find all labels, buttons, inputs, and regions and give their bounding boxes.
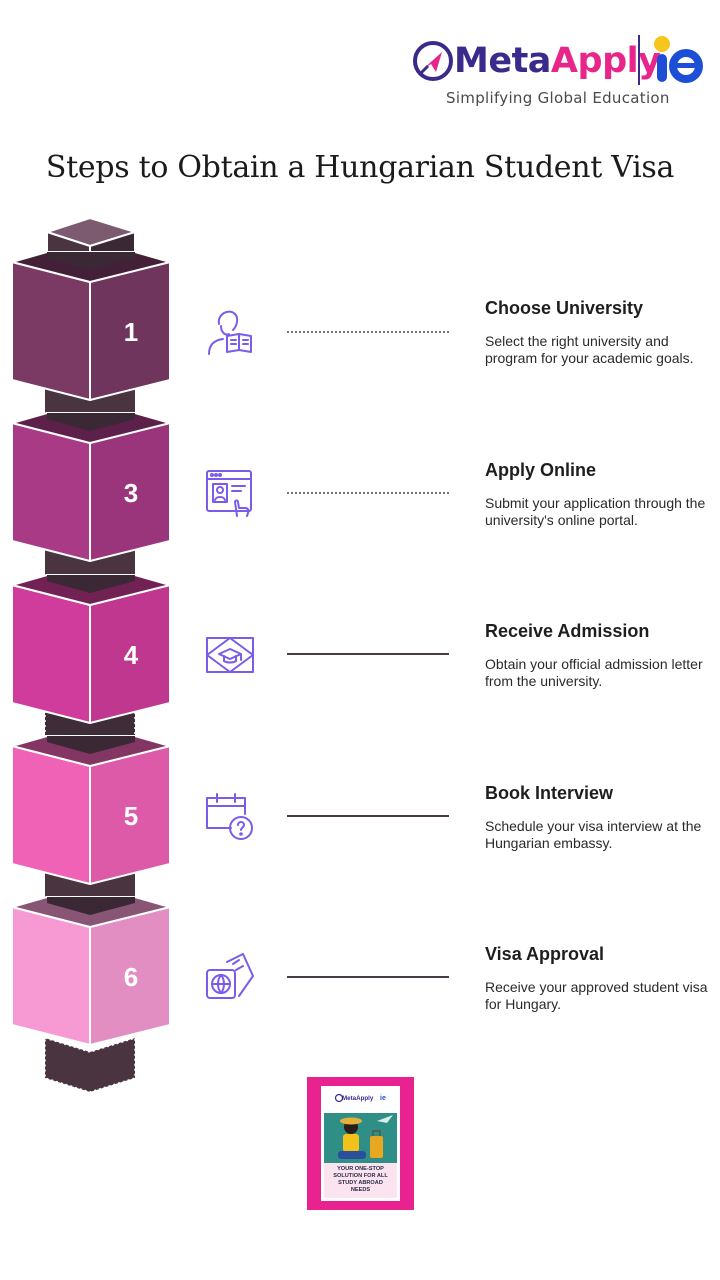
step-cube-hollow [47,413,135,431]
connector-step-4 [287,815,449,817]
poster-partner-mark: ie [380,1095,386,1102]
step-cube-side-face [11,906,91,1046]
step-cube-side-face [11,422,91,562]
page-title: Steps to Obtain a Hungarian Student Visa [45,150,675,185]
step-number: 6 [124,962,138,992]
promo-poster[interactable]: MetaApply ie YOUR ONE-STOP SOLUTION FOR … [307,1077,414,1210]
step-cube: 4 [11,574,171,724]
step-number: 4 [124,640,139,670]
step-cube-hollow [47,897,135,915]
admission-letter-icon [206,637,254,673]
step-number: 1 [124,317,138,347]
step-description: Select the right university and program … [485,333,694,366]
connector-step-5 [287,976,449,978]
logo-divider [638,35,640,85]
connector-step-1 [287,331,449,333]
step-cube: 6 [11,896,171,1046]
step-cube-hollow [47,575,135,593]
step-title: Book Interview [485,783,614,803]
step-cube-side-face [11,745,91,885]
step-description: Schedule your visa interview at the Hung… [485,818,702,851]
poster-brand: MetaApply [342,1095,374,1102]
step-number: 3 [124,478,138,508]
ie-partner-logo-icon: ie [654,36,703,83]
step-number: 5 [124,801,138,831]
brand-name-part2: Apply [550,41,661,81]
passport-ticket-icon [206,953,254,999]
step-title: Receive Admission [485,621,650,641]
step-cube: 1 [11,251,171,401]
step-cube: 3 [11,412,171,562]
student-reading-icon [208,310,252,355]
promo-poster-art: MetaApply ie [321,1086,400,1201]
rocket-logo-icon [413,41,453,81]
step-cube-side-face [11,261,91,401]
brand-tagline: Simplifying Global Education [446,89,670,107]
step-title: Visa Approval [485,944,605,964]
poster-headline: YOUR ONE-STOP SOLUTION FOR ALL STUDY ABR… [333,1166,388,1193]
brand-name: MetaApply [454,40,661,82]
step-description: Obtain your official admission letter fr… [485,656,703,689]
step-description: Submit your application through the univ… [485,495,706,528]
online-application-icon [206,470,252,517]
connector-step-3 [287,653,449,655]
calendar-question-icon [206,793,253,840]
step-title: Choose University [485,298,644,318]
brand-name-part1: Meta [454,41,551,81]
brand-logo: MetaApply ie Simplifying Global Educatio… [410,32,710,112]
step-cube-hollow [47,252,135,270]
step-title: Apply Online [485,460,597,480]
step-cube-hollow [47,736,135,754]
connector-step-2 [287,492,449,494]
step-cube: 5 [11,735,171,885]
step-description: Receive your approved student visa for H… [485,979,708,1012]
step-cube-side-face [11,584,91,724]
poster-logo-icon [334,1093,344,1103]
